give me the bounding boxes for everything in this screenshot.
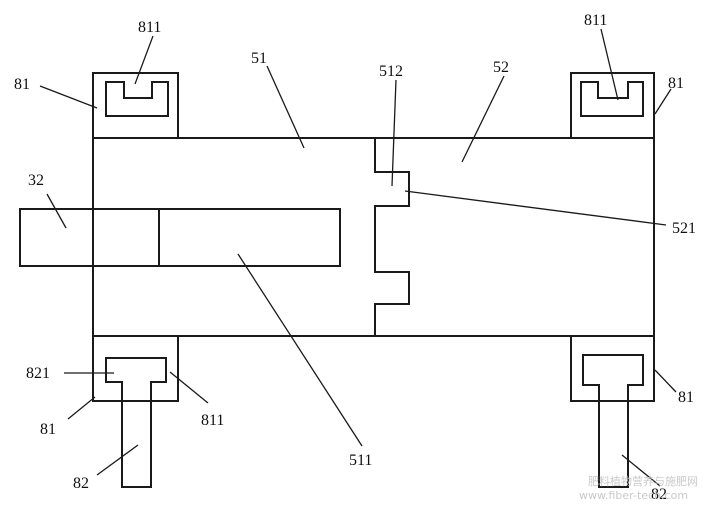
label-811-top-left: 811 — [138, 19, 161, 36]
bracket-81-bottom-right — [570, 336, 655, 402]
label-81-top-right: 81 — [668, 75, 684, 92]
rail-82-bottom-left — [105, 357, 167, 488]
watermark-line2: www.fiber-tech.com — [579, 489, 688, 502]
label-81-bottom-right: 81 — [678, 389, 694, 406]
leader-81-top-left — [39, 85, 98, 109]
slot-811-top-right — [580, 81, 644, 117]
label-51: 51 — [251, 50, 267, 67]
label-511: 511 — [349, 452, 372, 469]
leader-51 — [266, 65, 305, 149]
divider-512 — [374, 138, 410, 336]
leader-81-bottom-right — [654, 369, 677, 393]
rail-82-bottom-right — [582, 354, 644, 488]
label-82-right: 82 — [651, 486, 667, 503]
leader-512 — [391, 79, 397, 187]
label-811-bottom-left: 811 — [201, 412, 224, 429]
bracket-81-top-right — [570, 72, 655, 138]
label-52: 52 — [493, 59, 509, 76]
leader-81-bottom-left — [67, 396, 96, 420]
leader-811-top-left — [134, 35, 154, 85]
leader-811-top-right — [600, 28, 619, 101]
leader-52 — [461, 75, 505, 163]
leader-511 — [237, 253, 363, 447]
label-512: 512 — [379, 63, 403, 80]
label-811-top-right: 811 — [584, 12, 607, 29]
shaft-32 — [19, 208, 341, 267]
label-521: 521 — [672, 220, 696, 237]
watermark-line1: 肥料植物营养与施肥网 — [588, 474, 698, 488]
bracket-81-top-left — [92, 72, 179, 138]
leader-811-bottom-left — [169, 371, 209, 404]
label-81-top-left: 81 — [14, 76, 30, 93]
leader-82-left — [96, 444, 139, 476]
slot-811-top-left — [105, 81, 169, 117]
main-housing — [92, 137, 655, 337]
label-32: 32 — [28, 172, 44, 189]
label-81-bottom-left: 81 — [40, 421, 56, 438]
leader-82-right — [621, 454, 661, 487]
leader-81-top-right — [654, 88, 672, 115]
label-821: 821 — [26, 365, 50, 382]
label-82-left: 82 — [73, 475, 89, 492]
leader-32 — [46, 193, 67, 229]
bracket-81-bottom-left — [92, 336, 179, 402]
leader-521 — [404, 190, 667, 226]
